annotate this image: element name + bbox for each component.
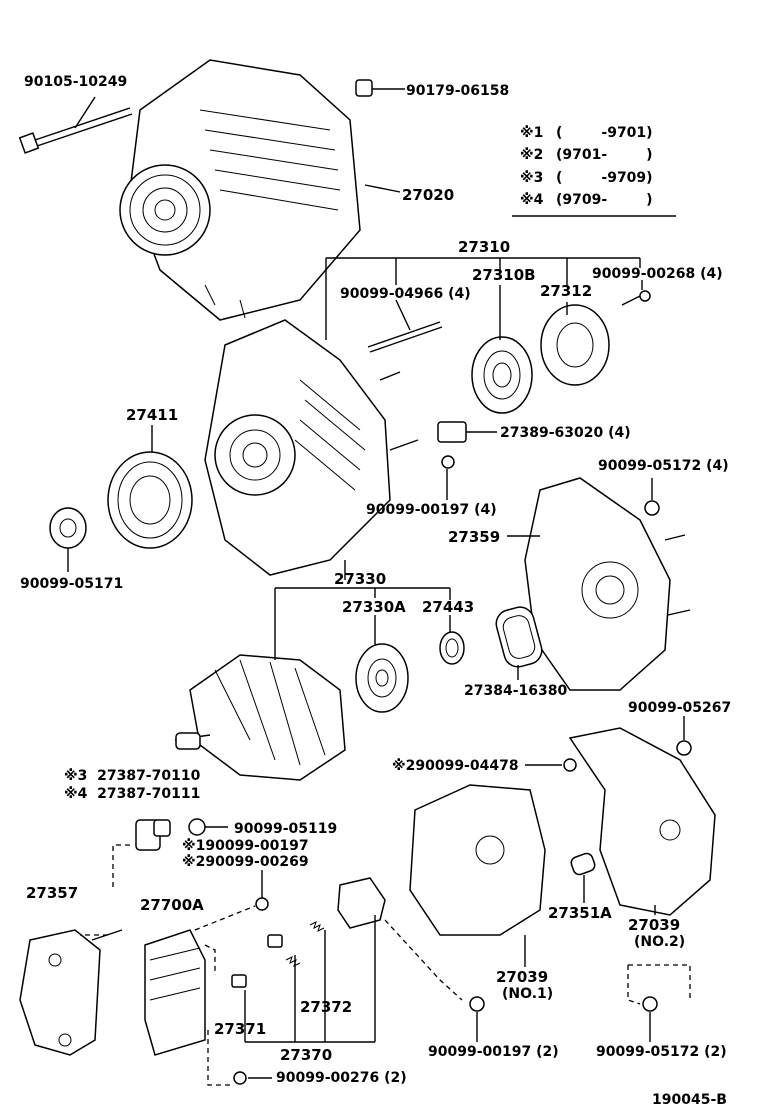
rectifier-end-frame-27359 bbox=[524, 477, 691, 691]
label-27351a: 27351A bbox=[548, 904, 612, 922]
insulator-27389-63020 bbox=[437, 421, 467, 443]
label-27411: 27411 bbox=[126, 406, 178, 424]
label-90099-04478: ※290099-04478 bbox=[392, 758, 519, 774]
ring-27384-16380 bbox=[495, 606, 543, 668]
label-27443: 27443 bbox=[422, 598, 474, 616]
label-90099-00269: ※290099-00269 bbox=[182, 854, 309, 870]
nut-90099-00197-b bbox=[469, 996, 485, 1012]
label-27387-70110: ※3 27387-70110 bbox=[64, 768, 201, 784]
label-27020: 27020 bbox=[402, 186, 454, 204]
legend-range-3: ( -9709) bbox=[556, 170, 653, 186]
diagram-id: 190045-B bbox=[652, 1092, 727, 1108]
label-90099-05172-2: 90099-05172 (2) bbox=[596, 1044, 727, 1060]
label-27359: 27359 bbox=[448, 528, 500, 546]
regulator-27700a bbox=[144, 929, 206, 1056]
label-27389-63020: 27389-63020 (4) bbox=[500, 425, 631, 441]
nut-90099-05267 bbox=[676, 740, 692, 756]
label-27310: 27310 bbox=[458, 238, 510, 256]
label-27039-no2-sub: (NO.2) bbox=[634, 934, 685, 950]
label-90099-05119: 90099-05119 bbox=[234, 821, 337, 837]
rear-cover-27039-no1 bbox=[409, 784, 546, 936]
part-labels: 90105-10249 90179-06158 27020 27310 2731… bbox=[20, 74, 731, 1108]
label-27700a: 27700A bbox=[140, 896, 204, 914]
legend-range-4: (9709- ) bbox=[556, 192, 653, 208]
cover-27443 bbox=[439, 631, 465, 665]
rectifier-holder-27357 bbox=[19, 929, 123, 1056]
label-90105-10249: 90105-10249 bbox=[24, 74, 127, 90]
nut-90099-05119 bbox=[188, 818, 206, 836]
label-27370: 27370 bbox=[280, 1046, 332, 1064]
label-27039-no1-sub: (NO.1) bbox=[502, 986, 553, 1002]
alternator-assembly-drawing bbox=[119, 59, 361, 321]
label-90099-04966: 90099-04966 (4) bbox=[340, 286, 471, 302]
legend-mark-1: ※1 bbox=[520, 125, 543, 141]
bushing-27351a bbox=[570, 852, 596, 876]
label-27387-70111: ※4 27387-70111 bbox=[64, 786, 200, 802]
label-27330: 27330 bbox=[334, 570, 386, 588]
label-27039-no1: 27039 bbox=[496, 968, 548, 986]
label-90179-06158: 90179-06158 bbox=[406, 83, 509, 99]
label-90099-05267: 90099-05267 bbox=[628, 700, 731, 716]
retainer-plate-27312 bbox=[540, 304, 610, 386]
label-27039-no2: 27039 bbox=[628, 916, 680, 934]
label-27310b: 27310B bbox=[472, 266, 536, 284]
label-27312: 27312 bbox=[540, 282, 592, 300]
label-90099-00276: 90099-00276 (2) bbox=[276, 1070, 407, 1086]
brush-holder-27370 bbox=[337, 877, 386, 929]
label-90099-05172-4: 90099-05172 (4) bbox=[598, 458, 729, 474]
label-27384-16380: 27384-16380 bbox=[464, 683, 567, 699]
screw-90099-00268 bbox=[621, 290, 651, 306]
legend-range-1: ( -9701) bbox=[556, 125, 653, 141]
nut-90099-05172-a bbox=[644, 500, 660, 516]
label-90099-00268: 90099-00268 (4) bbox=[592, 266, 723, 282]
drive-end-frame-drawing bbox=[204, 319, 419, 576]
dashed-assembly-lines bbox=[80, 844, 691, 1086]
screw-90099-00276 bbox=[233, 1071, 247, 1085]
label-27357: 27357 bbox=[26, 884, 78, 902]
label-90099-05171: 90099-05171 bbox=[20, 576, 123, 592]
label-27330a: 27330A bbox=[342, 598, 406, 616]
legend-mark-2: ※2 bbox=[520, 147, 543, 163]
screw-90099-00269 bbox=[255, 884, 269, 911]
legend: ※1 ( -9701) ※2 (9701- ) ※3 ( -9709) ※4 (… bbox=[512, 125, 676, 217]
nut-90099-05171 bbox=[49, 507, 87, 549]
bearing-27310b bbox=[471, 336, 533, 414]
pulley-27411 bbox=[107, 451, 193, 549]
label-90099-00197-4: 90099-00197 (4) bbox=[366, 502, 497, 518]
bearing-27330a bbox=[355, 643, 409, 713]
nut-90099-05172-b bbox=[642, 996, 658, 1012]
legend-range-2: (9701- ) bbox=[556, 147, 653, 163]
rear-cover-27039-no2 bbox=[568, 727, 716, 916]
stud-bolt-90099-04966 bbox=[367, 321, 443, 353]
screw-90099-04478 bbox=[563, 758, 577, 772]
label-90099-00197-2: 90099-00197 (2) bbox=[428, 1044, 559, 1060]
bolt-90105-10249 bbox=[18, 107, 133, 154]
legend-mark-4: ※4 bbox=[520, 192, 544, 208]
leader-lines bbox=[67, 96, 685, 1079]
legend-mark-3: ※3 bbox=[520, 170, 543, 186]
nut-90179-06158 bbox=[355, 79, 405, 97]
brush-holder-27387 bbox=[135, 819, 171, 851]
rotor-27330 bbox=[174, 654, 346, 781]
brush-27372-27371 bbox=[231, 921, 325, 988]
label-90099-00197-1: ※190099-00197 bbox=[182, 838, 309, 854]
label-27371: 27371 bbox=[214, 1020, 266, 1038]
label-27372: 27372 bbox=[300, 998, 352, 1016]
nut-90099-00197-a bbox=[441, 455, 455, 469]
